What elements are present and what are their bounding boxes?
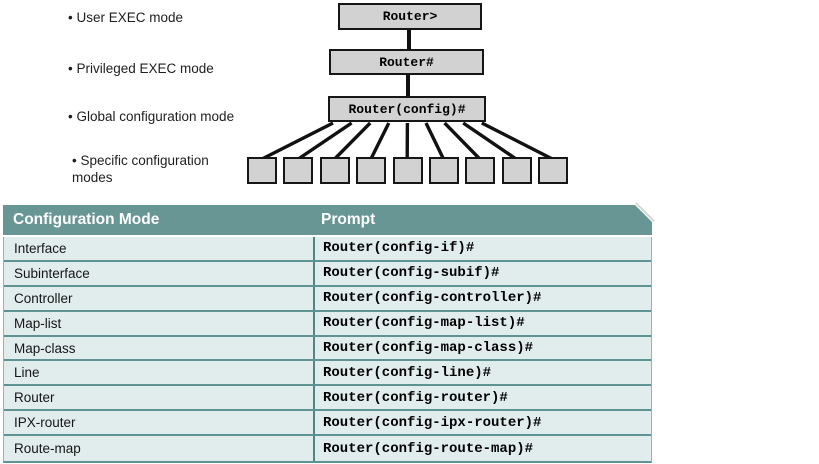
- prompt-cell: Router(config-controller)#: [313, 286, 651, 310]
- table-row: Interface Router(config-if)#: [4, 237, 651, 262]
- table-body: Interface Router(config-if)# Subinterfac…: [3, 237, 652, 464]
- privileged-exec-prompt-box: Router#: [329, 49, 484, 75]
- label-global-configuration-mode: • Global configuration mode: [68, 109, 235, 124]
- prompt-cell: Router(config-if)#: [313, 237, 651, 260]
- global-config-prompt: Router(config)#: [348, 101, 466, 117]
- mode-cell: Router: [14, 390, 55, 406]
- mode-cell: IPX-router: [14, 415, 76, 431]
- label-specific-configuration-modes: • Specific configuration modes: [72, 153, 209, 185]
- specific-mode-box: [393, 157, 423, 184]
- table-row: Route-map Router(config-route-map)#: [4, 436, 651, 462]
- table-row: Map-list Router(config-map-list)#: [4, 311, 651, 337]
- table-row: Subinterface Router(config-subif)#: [4, 261, 651, 287]
- mode-cell: Controller: [14, 290, 73, 306]
- specific-mode-box: [320, 157, 350, 184]
- specific-mode-box: [283, 157, 313, 184]
- mode-cell: Map-class: [14, 340, 76, 356]
- global-config-prompt-box: Router(config)#: [328, 96, 486, 122]
- table-row: IPX-router Router(config-ipx-router)#: [4, 411, 651, 437]
- privileged-exec-prompt: Router#: [379, 54, 434, 70]
- prompt-cell: Router(config-map-list)#: [313, 311, 651, 335]
- specific-mode-box: [465, 157, 495, 184]
- specific-mode-box: [429, 157, 459, 184]
- table-row: Map-class Router(config-map-class)#: [4, 336, 651, 362]
- label-privileged-exec-mode: • Privileged EXEC mode: [68, 61, 214, 76]
- mode-hierarchy-diagram: • User EXEC mode • Privileged EXEC mode …: [0, 0, 819, 200]
- table-header-row: Configuration Mode Prompt: [3, 205, 652, 235]
- label-user-exec-mode: • User EXEC mode: [68, 10, 184, 25]
- mode-cell: Line: [14, 365, 40, 381]
- prompt-cell: Router(config-map-class)#: [313, 336, 651, 360]
- specific-mode-box: [502, 157, 532, 184]
- mode-cell: Route-map: [14, 441, 81, 457]
- header-prompt: Prompt: [321, 211, 376, 228]
- table-row: Line Router(config-line)#: [4, 361, 651, 387]
- specific-mode-box: [247, 157, 277, 184]
- mode-cell: Subinterface: [14, 265, 90, 281]
- connector-lines: [261, 28, 554, 161]
- user-exec-prompt-box: Router>: [338, 3, 482, 30]
- prompt-cell: Router(config-route-map)#: [313, 436, 651, 462]
- table-row: Router Router(config-router)#: [4, 386, 651, 412]
- prompt-cell: Router(config-subif)#: [313, 261, 651, 285]
- table-row: Controller Router(config-controller)#: [4, 286, 651, 312]
- prompt-cell: Router(config-router)#: [313, 386, 651, 410]
- user-exec-prompt: Router>: [382, 9, 438, 24]
- mode-cell: Map-list: [14, 315, 62, 331]
- prompt-cell: Router(config-ipx-router)#: [313, 411, 651, 435]
- header-configuration-mode: Configuration Mode: [13, 211, 160, 228]
- specific-mode-box: [538, 157, 568, 184]
- prompt-cell: Router(config-line)#: [313, 361, 651, 385]
- config-mode-table: Configuration Mode Prompt Interface Rout…: [3, 202, 655, 464]
- mode-cell: Interface: [14, 240, 67, 256]
- specific-mode-box: [356, 157, 386, 184]
